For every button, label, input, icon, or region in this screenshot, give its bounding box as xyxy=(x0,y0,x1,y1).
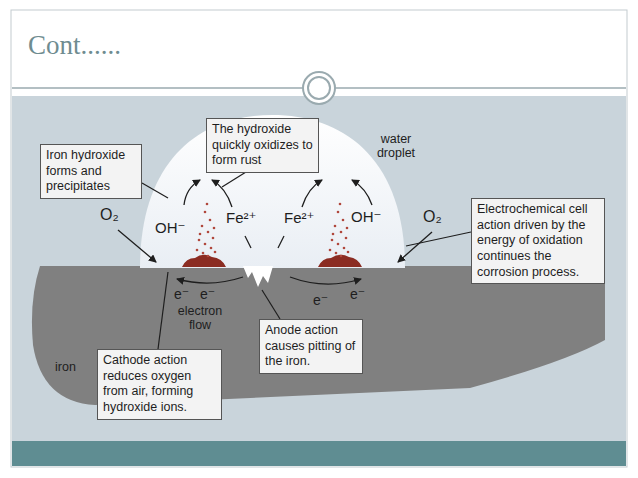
divider-ornament xyxy=(303,72,335,104)
callout-box: The hydroxide quickly oxidizes to form r… xyxy=(206,118,319,173)
rust-deposit xyxy=(318,255,362,267)
callout-box: Cathode action reduces oxygen from air, … xyxy=(97,349,222,420)
callout-text: Cathode action reduces oxygen from air, … xyxy=(103,353,216,416)
electron-label: e⁻ xyxy=(350,286,365,302)
slide-border xyxy=(11,10,627,467)
content-panel xyxy=(12,96,626,441)
hydroxide-ion: OH⁻ xyxy=(155,219,185,236)
hydroxide-ion: OH⁻ xyxy=(351,208,381,225)
water-droplet xyxy=(140,115,405,268)
iron-ion: Fe²⁺ xyxy=(226,209,256,226)
rust-deposit xyxy=(182,255,226,267)
iron-ion: Fe²⁺ xyxy=(284,209,314,226)
callout-box: Iron hydroxide forms and precipitates xyxy=(40,144,142,199)
oxygen-label: O₂ xyxy=(423,208,442,226)
rust-particles xyxy=(196,203,350,258)
electron-label: e⁻ xyxy=(200,286,215,302)
callout-text: Iron hydroxide forms and precipitates xyxy=(46,148,136,195)
callout-box: Anode action causes pitting of the iron. xyxy=(259,319,363,374)
footer-band xyxy=(12,441,626,466)
droplet-label: water droplet xyxy=(368,132,424,161)
callout-text: The hydroxide quickly oxidizes to form r… xyxy=(212,122,313,169)
flow-label: electron flow xyxy=(172,304,228,333)
callout-box: Electrochemical cell action driven by th… xyxy=(471,198,605,284)
callout-text: Electrochemical cell action driven by th… xyxy=(477,202,599,280)
divider-ornament-inner xyxy=(308,77,330,99)
oxygen-label: O₂ xyxy=(100,206,119,224)
material-label: iron xyxy=(55,360,76,374)
callout-text: Anode action causes pitting of the iron. xyxy=(265,323,357,370)
reaction-arrows xyxy=(118,180,432,284)
pit xyxy=(243,266,273,287)
electron-label: e⁻ xyxy=(313,292,328,308)
slide-title: Cont...... xyxy=(28,30,121,61)
electron-label: e⁻ xyxy=(174,286,189,302)
